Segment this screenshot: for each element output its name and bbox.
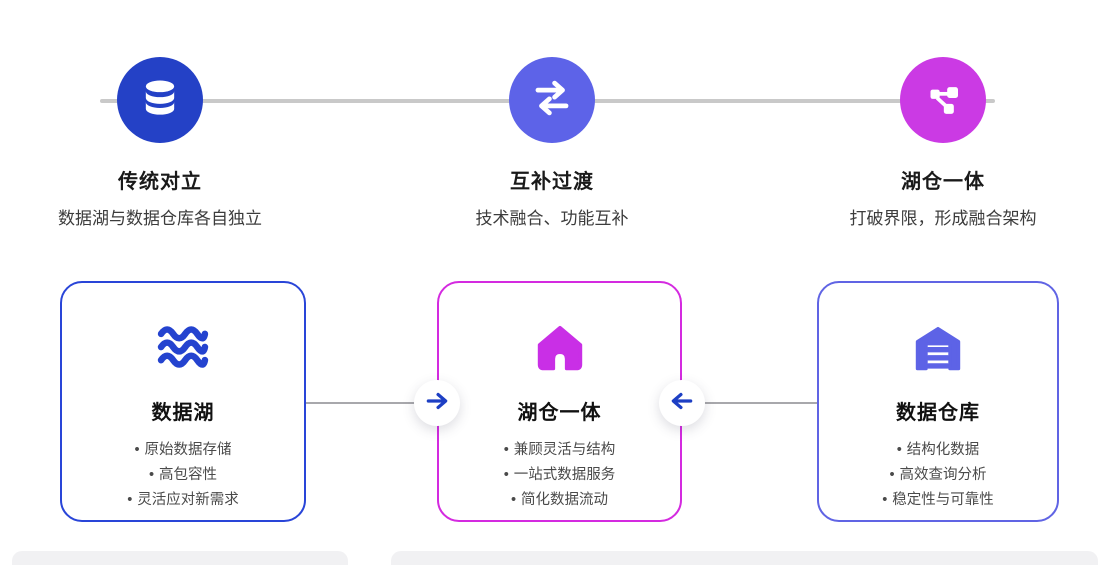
arrow-right-icon — [424, 388, 450, 419]
card-bullets: •原始数据存储 •高包容性 •灵活应对新需求 — [127, 438, 239, 513]
bullet-dot: • — [148, 467, 155, 483]
bullet-dot: • — [889, 467, 895, 483]
card-data-lake: 数据湖 •原始数据存储 •高包容性 •灵活应对新需求 — [60, 281, 306, 522]
card-lakehouse: 湖仓一体 •兼顾灵活与结构 •一站式数据服务 •简化数据流动 — [437, 281, 682, 522]
network-icon — [923, 78, 963, 123]
bottom-strip-right — [391, 551, 1098, 565]
connector-line-left — [306, 402, 437, 404]
card-title: 湖仓一体 — [517, 402, 602, 424]
flow-badge-left — [414, 380, 460, 426]
list-item: •结构化数据 — [896, 442, 980, 458]
database-icon — [140, 78, 180, 123]
waves-icon — [156, 320, 210, 374]
list-item: •原始数据存储 — [134, 442, 232, 458]
arrow-left-icon — [669, 388, 695, 419]
milestone-title: 互补过渡 — [510, 171, 594, 193]
card-data-warehouse: 数据仓库 •结构化数据 •高效查询分析 •稳定性与可靠性 — [817, 281, 1059, 522]
milestone-subtitle: 数据湖与数据仓库各自独立 — [58, 209, 262, 228]
bullet-dot: • — [503, 467, 509, 483]
card-title: 数据仓库 — [896, 402, 980, 424]
swap-arrows-icon — [531, 78, 573, 123]
milestone-transition: 互补过渡 技术融合、功能互补 — [402, 57, 702, 229]
list-item: •简化数据流动 — [510, 492, 609, 508]
card-title: 数据湖 — [151, 402, 215, 424]
bullet-dot: • — [127, 492, 133, 508]
connector-line-right — [682, 402, 817, 404]
milestone-circle — [900, 57, 986, 143]
milestone-circle — [509, 57, 595, 143]
milestone-lakehouse: 湖仓一体 打破界限，形成融合架构 — [793, 57, 1093, 229]
bullet-dot: • — [896, 442, 902, 458]
list-item: •高效查询分析 — [889, 467, 987, 483]
milestone-subtitle: 打破界限，形成融合架构 — [849, 209, 1037, 228]
bullet-dot: • — [503, 442, 509, 458]
bullet-dot: • — [510, 492, 517, 508]
list-item: •稳定性与可靠性 — [882, 492, 994, 508]
list-item: •一站式数据服务 — [503, 467, 616, 483]
house-icon — [534, 320, 586, 374]
card-bullets: •结构化数据 •高效查询分析 •稳定性与可靠性 — [882, 438, 994, 513]
list-item: •兼顾灵活与结构 — [503, 442, 616, 458]
milestone-traditional: 传统对立 数据湖与数据仓库各自独立 — [10, 57, 310, 229]
bullet-dot: • — [882, 492, 888, 508]
list-item: •灵活应对新需求 — [127, 492, 239, 508]
bullet-dot: • — [134, 442, 140, 458]
milestone-circle — [117, 57, 203, 143]
list-item: •高包容性 — [148, 467, 218, 483]
milestone-title: 湖仓一体 — [901, 171, 985, 193]
flow-badge-right — [659, 380, 705, 426]
card-bullets: •兼顾灵活与结构 •一站式数据服务 •简化数据流动 — [504, 438, 616, 513]
bottom-strip-left — [12, 551, 348, 565]
milestone-subtitle: 技术融合、功能互补 — [475, 209, 629, 228]
warehouse-icon — [912, 320, 964, 374]
milestone-title: 传统对立 — [118, 171, 202, 193]
